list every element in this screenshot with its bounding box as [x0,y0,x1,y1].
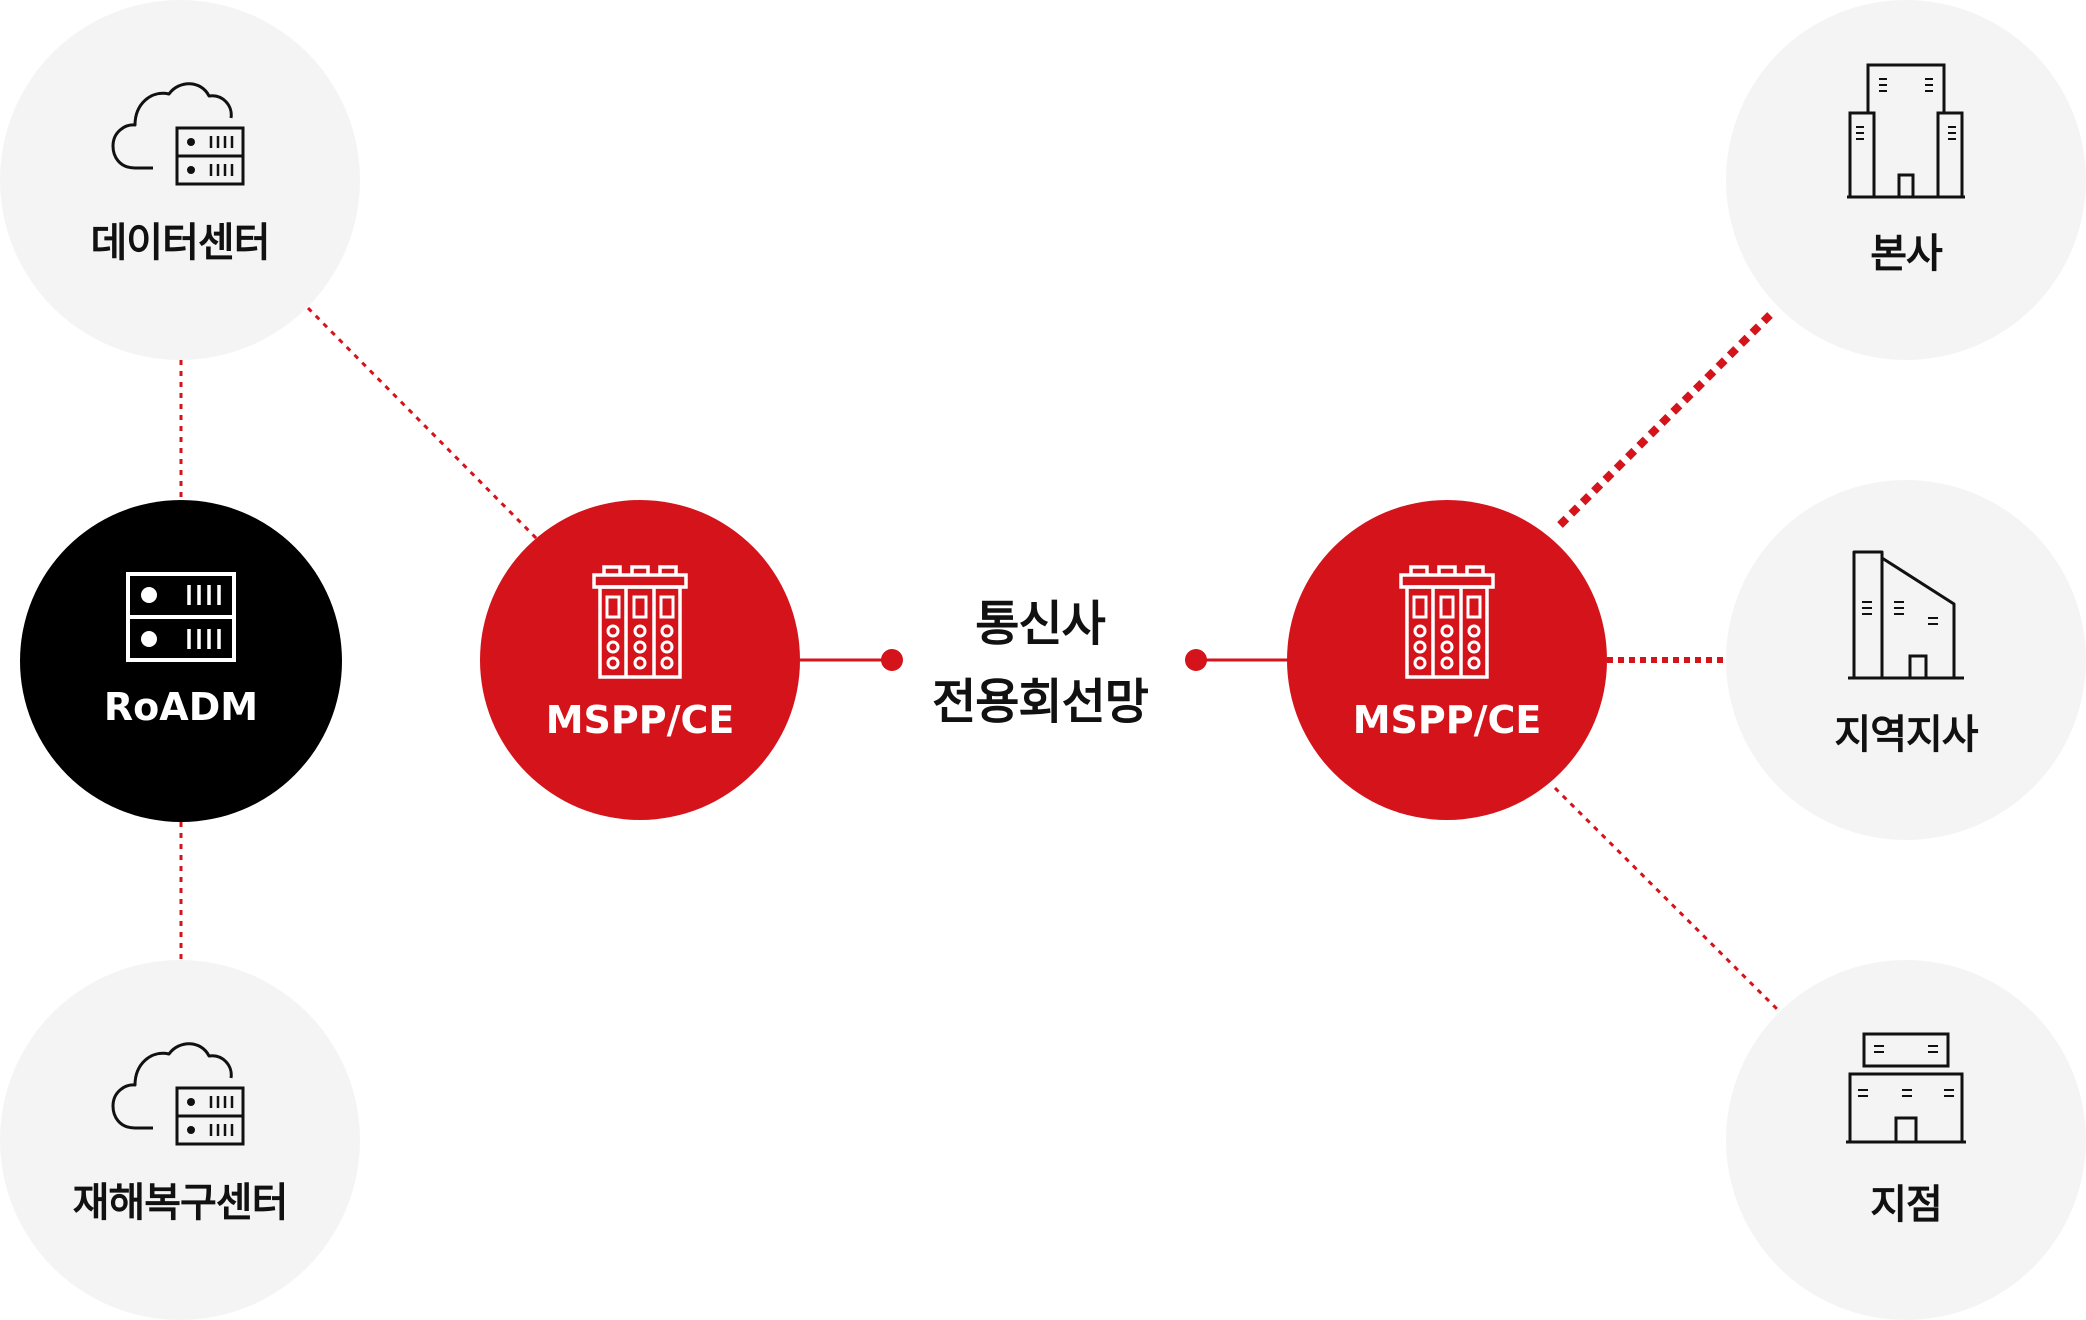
roadm-node: RoADM [20,500,342,822]
cloud-server-icon [111,82,245,186]
mspp-right-label: MSPP/CE [1352,698,1542,742]
mspp-device-icon [1399,565,1495,679]
datacenter-label: 데이터센터 [90,220,271,266]
headquarters-label: 본사 [1870,231,1943,277]
link-mspp-headquarters [1557,310,1775,528]
headquarters-node: 본사 [1726,0,2086,360]
link-mspp-branch [1553,786,1782,1014]
roadm-label: RoADM [103,685,259,729]
carrier-network-line2: 전용회선망 [932,674,1149,730]
carrier-network-label: 통신사 전용회선망 [900,585,1180,741]
disaster-recovery-label: 재해복구센터 [72,1180,289,1226]
mspp-left-label: MSPP/CE [545,698,735,742]
regional-branch-node: 지역지사 [1726,480,2086,840]
server-rack-icon [126,572,236,662]
branch-node: 지점 [1726,960,2086,1320]
link-endpoint-left [881,649,903,671]
regional-branch-label: 지역지사 [1834,712,1978,758]
mspp-left-node: MSPP/CE [480,500,800,820]
carrier-network-line1: 통신사 [975,596,1105,652]
link-datacenter-mspp [306,306,540,542]
mspp-right-node: MSPP/CE [1287,500,1607,820]
disaster-recovery-node: 재해복구센터 [0,960,360,1320]
mspp-device-icon [592,565,688,679]
branch-store-icon [1846,1032,1966,1144]
headquarters-building-icon [1847,63,1965,199]
regional-building-icon [1848,550,1964,680]
datacenter-node: 데이터센터 [0,0,360,360]
cloud-server-icon [111,1042,245,1146]
link-endpoint-right [1185,649,1207,671]
branch-label: 지점 [1870,1182,1943,1228]
